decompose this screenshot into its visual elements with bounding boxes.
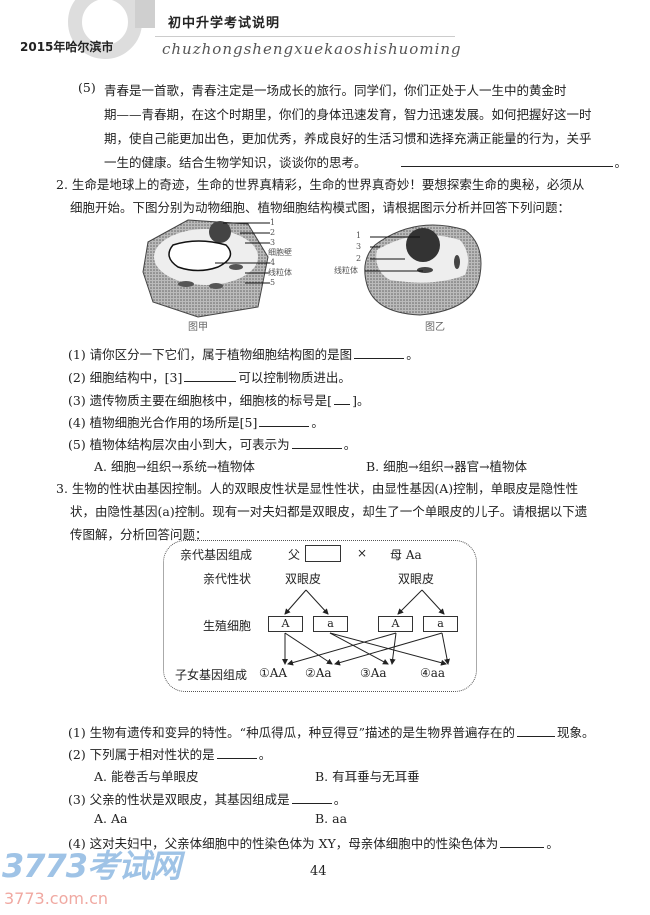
q3-sub-4: (4) 这对夫妇中，父亲体细胞中的性染色体为 XY，母亲体细胞中的性染色体为。 [68, 835, 559, 851]
q1-5-line: 一生的健康。结合生物学知识，谈谈你的思考。。 [104, 154, 628, 170]
gamete-box: a [313, 616, 348, 632]
gamete-box: a [423, 616, 458, 632]
fig-a-label: 1 [270, 218, 276, 227]
fig-a-label: 5 [270, 278, 276, 287]
answer-blank[interactable] [500, 835, 545, 848]
figure-a-leader-lines [215, 222, 270, 284]
mother-trait: 双眼皮 [398, 572, 435, 586]
fig-a-label: 3 [270, 238, 276, 247]
header-title: 初中升学考试说明 [168, 16, 281, 31]
answer-blank[interactable] [184, 369, 237, 382]
header-pinyin: chuzhongshengxuekaoshishuoming [162, 40, 462, 58]
q2-stem-line: 细胞开始。下图分别为动物细胞、植物细胞结构模式图，请根据图示分析并回答下列问题： [70, 200, 571, 215]
fig-b-label: 3 [356, 242, 362, 251]
answer-blank[interactable] [354, 346, 405, 359]
q3-3-option-a[interactable]: A. Aa [94, 811, 128, 826]
q2-sub-4: (4) 植物细胞光合作用的场所是[5]。 [68, 414, 324, 430]
q3-2-option-b[interactable]: B. 有耳垂与无耳垂 [315, 769, 420, 784]
father-genotype-box[interactable] [305, 545, 341, 562]
answer-blank[interactable] [334, 392, 351, 405]
offspring-label: 子女基因组成 [175, 668, 248, 682]
header-divider [155, 36, 455, 37]
q2-stem-line: 2. 生命是地球上的奇迹，生命的世界真精彩，生命的世界真奇妙！要想探索生命的奥秘… [56, 177, 585, 192]
mother-genotype: 母 Aa [390, 548, 422, 562]
gamete-box: A [378, 616, 413, 632]
q3-3-option-b[interactable]: B. aa [315, 811, 348, 826]
father-trait: 双眼皮 [285, 572, 322, 586]
q3-sub-3: (3) 父亲的性状是双眼皮，其基因组成是。 [68, 791, 347, 807]
q2-option-b[interactable]: B. 细胞→组织→器官→植物体 [366, 459, 528, 474]
answer-blank[interactable] [259, 414, 310, 427]
figure-plant-cell-b [364, 224, 482, 316]
genetics-diagram-frame [163, 540, 477, 692]
offspring-genotype: ④aa [420, 666, 446, 680]
fig-a-caption: 图甲 [188, 322, 208, 333]
q3-stem-line: 传图解，分析回答问题： [70, 527, 208, 542]
offspring-genotype: ①AA [259, 666, 288, 680]
q2-sub-2: (2) 细胞结构中，[3]可以控制物质进出。 [68, 369, 351, 385]
answer-blank[interactable] [291, 436, 342, 449]
header-city: 2015年哈尔滨市 [20, 40, 114, 54]
fig-a-label: 细胞壁 [268, 248, 292, 257]
offspring-genotype: ②Aa [305, 666, 332, 680]
q2-sub-3: (3) 遗传物质主要在细胞核中，细胞核的标号是[]。 [68, 392, 370, 408]
figure-animal-cell-a [142, 219, 269, 318]
watermark-brand: 3773考试网 [2, 847, 181, 885]
q3-sub-2: (2) 下列属于相对性状的是。 [68, 746, 272, 762]
watermark-url: 3773.com.cn [4, 889, 108, 908]
fig-a-label: 4 [270, 258, 276, 267]
q2-sub-1: (1) 请你区分一下它们，属于植物细胞结构图的是图。 [68, 346, 419, 362]
q3-stem-line: 3. 生物的性状由基因控制。人的双眼皮性状是显性性状，由显性基因(A)控制，单眼… [56, 481, 579, 496]
parent-genotype-label: 亲代基因组成 [180, 548, 253, 562]
page-number: 44 [310, 864, 327, 879]
fig-b-label: 2 [356, 254, 362, 263]
inheritance-arrows [282, 589, 450, 666]
fig-a-label: 线粒体 [268, 268, 292, 277]
gamete-box: A [268, 616, 303, 632]
answer-blank[interactable] [400, 154, 613, 167]
gamete-label: 生殖细胞 [203, 619, 252, 633]
answer-blank[interactable] [516, 724, 555, 737]
q2-option-a[interactable]: A. 细胞→组织→系统→植物体 [94, 459, 255, 474]
father-label: 父 [288, 548, 301, 562]
q3-sub-1: (1) 生物有遗传和变异的特性。“种瓜得瓜，种豆得豆”描述的是生物界普遍存在的现… [68, 724, 595, 740]
q1-5-line: 期，使自己能更加出色，更加优秀，养成良好的生活习惯和选择充满正能量的行为，关乎 [104, 131, 592, 146]
q2-sub-5: (5) 植物体结构层次由小到大，可表示为。 [68, 436, 357, 452]
q3-2-option-a[interactable]: A. 能卷舌与单眼皮 [94, 769, 199, 784]
fig-b-label: 线粒体 [334, 266, 358, 275]
cross-symbol: × [357, 546, 368, 560]
fig-b-caption: 图乙 [425, 322, 445, 333]
fig-a-label: 2 [270, 228, 276, 237]
parent-trait-label: 亲代性状 [203, 572, 252, 586]
answer-blank[interactable] [291, 791, 332, 804]
q1-5-line: 青春是一首歌，青春注定是一场成长的旅行。同学们，你们正处于人一生中的黄金时 [104, 83, 567, 98]
header-logo-graphic [68, 0, 155, 59]
fig-b-label: 1 [356, 231, 362, 240]
answer-blank[interactable] [216, 746, 257, 759]
q1-5-line: 期——青春期，在这个时期里，你们的身体迅速发育，智力迅速发展。如何把握好这一时 [104, 107, 592, 122]
q1-5-number: (5) [78, 80, 96, 95]
offspring-genotype: ③Aa [360, 666, 387, 680]
q3-stem-line: 状，由隐性基因(a)控制。现有一对夫妇都是双眼皮，却生了一个单眼皮的儿子。请根据… [70, 504, 588, 519]
